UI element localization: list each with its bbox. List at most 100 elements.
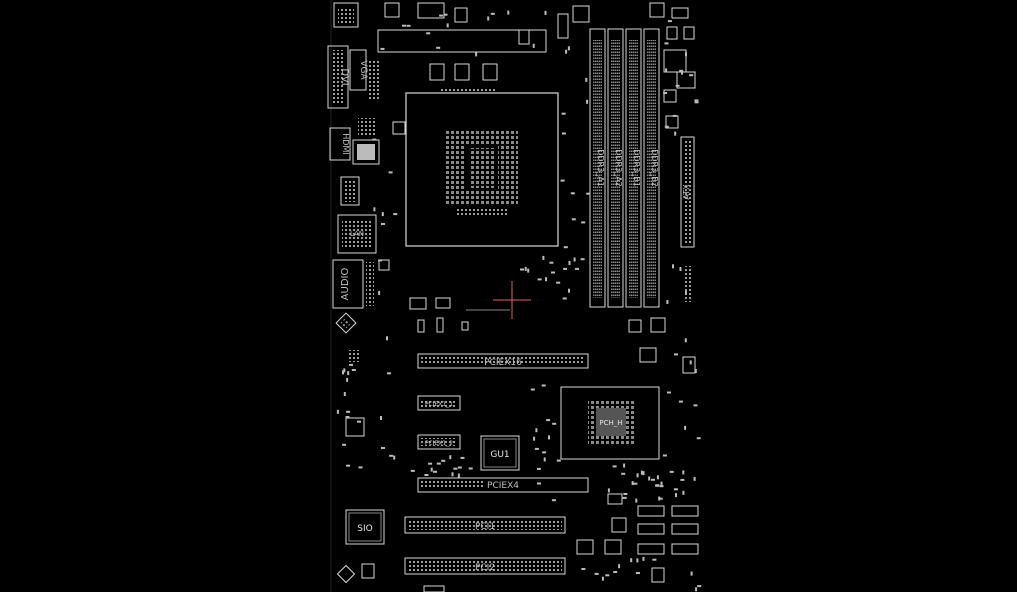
passive-component — [642, 556, 645, 561]
passive-component — [552, 422, 557, 425]
sio-label: SIO — [357, 524, 372, 534]
passive-component — [358, 466, 363, 469]
hdmi-connector: HDMI — [329, 118, 380, 165]
passive-component — [682, 470, 685, 475]
pciex16-slot: PCIEX16 — [417, 353, 589, 369]
chipset: PCH_H — [560, 386, 660, 460]
passive-component — [532, 43, 535, 48]
passive-component — [586, 192, 591, 195]
passive-component — [468, 467, 473, 470]
passive-component — [567, 46, 570, 51]
dimm-a2-label: DDR3_A2 — [614, 149, 623, 187]
passive-component — [662, 454, 667, 457]
pciex4-slot: PCIEX4 — [417, 477, 589, 493]
passive-component — [672, 264, 674, 269]
passive-component — [568, 261, 571, 265]
dimm-a1-label: DDR3_A1 — [596, 149, 605, 187]
passive-component — [487, 16, 490, 21]
passive-component — [656, 475, 659, 480]
passive-component — [373, 207, 376, 212]
passive-component — [443, 13, 448, 16]
passive-component — [605, 574, 610, 577]
passive-component — [690, 571, 693, 576]
passive-component — [601, 576, 604, 581]
passive-component — [685, 290, 687, 295]
passive-component — [565, 49, 568, 54]
passive-component — [436, 46, 441, 49]
lan-label: LAN — [350, 230, 364, 238]
passive-component — [667, 20, 672, 23]
passive-component — [388, 171, 393, 174]
audio-codec — [335, 312, 360, 362]
passive-component — [389, 454, 394, 457]
vrm-parts — [409, 297, 469, 333]
passive-component — [446, 23, 449, 28]
passive-component — [560, 179, 565, 182]
passive-component — [393, 455, 396, 460]
passive-component — [457, 473, 460, 478]
pciex1-1-label: PCIEX1_1 — [425, 401, 453, 408]
passive-component — [694, 369, 697, 373]
passive-component — [672, 114, 677, 117]
pciex1-2-label: PCIEX1_2 — [425, 440, 453, 447]
passive-component — [386, 336, 388, 341]
passive-component — [556, 459, 561, 462]
passive-component — [551, 271, 555, 274]
passive-component — [342, 370, 344, 375]
gu1-label: GU1 — [490, 450, 509, 460]
passive-component — [674, 131, 677, 136]
passive-component — [342, 443, 347, 446]
passive-component — [694, 99, 699, 102]
passive-component — [349, 363, 353, 366]
passive-component — [571, 218, 576, 221]
passive-component — [630, 558, 633, 563]
passive-component — [430, 467, 433, 472]
passive-component — [451, 472, 454, 477]
passive-component — [635, 572, 640, 574]
passive-component — [612, 465, 617, 468]
atx-label: ATX — [682, 184, 691, 200]
passive-component — [640, 470, 643, 475]
passive-component — [433, 470, 437, 473]
passive-component — [563, 246, 568, 249]
dimm-slot-b2: DDR3_B2 — [643, 28, 660, 308]
passive-component — [678, 400, 683, 403]
passive-component — [613, 571, 618, 573]
passive-component — [659, 485, 664, 488]
passive-component — [694, 101, 699, 104]
passive-component — [621, 472, 626, 475]
passive-component — [346, 464, 351, 467]
passive-component — [651, 478, 655, 481]
passive-component — [541, 384, 546, 387]
passive-component — [607, 488, 610, 493]
passive-component — [580, 258, 585, 261]
dimm-slot-a1: DDR3_A1 — [589, 28, 606, 308]
passive-component — [660, 481, 663, 486]
passive-component — [669, 470, 674, 473]
gu1-chip: GU1 — [480, 435, 520, 471]
passive-component — [345, 416, 350, 418]
passive-component — [682, 490, 685, 495]
lan-connector: LAN — [337, 214, 377, 254]
passive-component — [684, 425, 687, 430]
passive-component — [575, 267, 579, 270]
passive-component — [343, 368, 346, 373]
passive-component — [533, 436, 536, 441]
passive-components — [336, 10, 702, 592]
passive-component — [689, 74, 694, 77]
dimm-slot-a2: DDR3_A2 — [607, 28, 624, 308]
passive-component — [693, 476, 696, 481]
passive-component — [689, 360, 692, 365]
passive-component — [357, 420, 361, 423]
passive-component — [648, 476, 651, 481]
pciex4-label: PCIEX4 — [487, 481, 519, 491]
passive-component — [542, 255, 545, 260]
cpu-socket — [392, 87, 559, 247]
passive-component — [623, 463, 626, 468]
pci2-label: PCI2 — [475, 563, 495, 573]
passive-component — [585, 77, 588, 82]
passive-component — [535, 428, 538, 433]
passive-component — [548, 435, 550, 440]
passive-component — [527, 268, 530, 273]
atx-connector: ATX — [680, 136, 695, 302]
